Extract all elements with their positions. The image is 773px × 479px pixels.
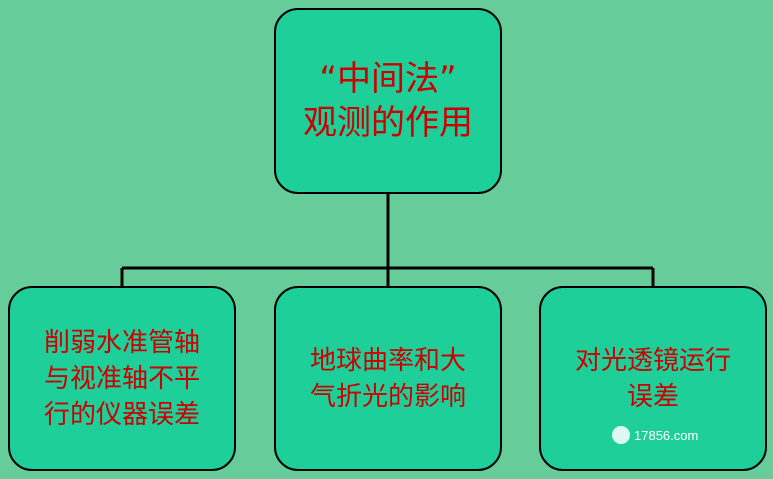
root-line-1: “中间法” (319, 59, 457, 99)
watermark-logo-icon (612, 426, 630, 444)
root-node-text: “中间法” 观测的作用 (303, 57, 473, 145)
root-line-2: 观测的作用 (303, 103, 473, 143)
watermark-text: 17856.com (634, 427, 699, 443)
child-2-line-2: 气折光的影响 (309, 381, 466, 412)
root-node: “中间法” 观测的作用 (274, 8, 502, 194)
child-node-2: 地球曲率和大 气折光的影响 (274, 286, 502, 471)
child-node-3-text: 对光透镜运行 误差 (575, 343, 731, 415)
child-node-2-text: 地球曲率和大 气折光的影响 (310, 343, 466, 415)
child-3-line-2: 误差 (626, 381, 679, 412)
child-1-line-3: 行的仪器误差 (43, 399, 200, 430)
child-3-line-1: 对光透镜运行 (574, 345, 731, 376)
child-node-3: 对光透镜运行 误差 (539, 286, 767, 471)
child-1-line-1: 削弱水准管轴 (43, 327, 200, 358)
child-2-line-1: 地球曲率和大 (309, 345, 466, 376)
child-node-1-text: 削弱水准管轴 与视准轴不平 行的仪器误差 (44, 325, 200, 433)
child-node-1: 削弱水准管轴 与视准轴不平 行的仪器误差 (8, 286, 236, 471)
child-1-line-2: 与视准轴不平 (43, 363, 200, 394)
watermark: 17856.com (612, 426, 698, 444)
